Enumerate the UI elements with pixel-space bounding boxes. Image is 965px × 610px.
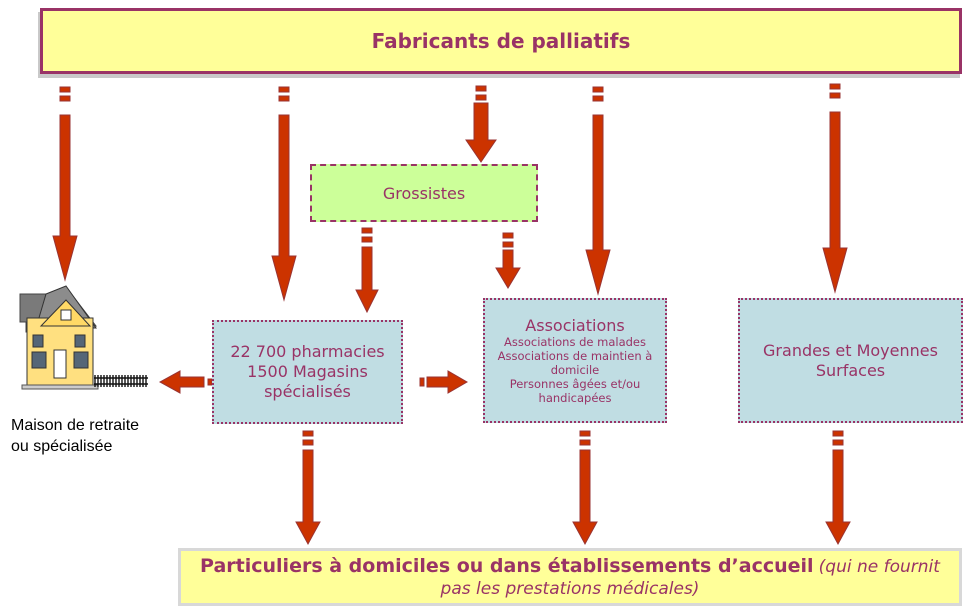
associations-box: Associations Associations de malades Ass… bbox=[483, 298, 667, 423]
gms-line: Surfaces bbox=[815, 360, 886, 380]
arrow-pharmacies-to-maison bbox=[158, 370, 213, 394]
maison-label: Maison de retraite ou spécialisée bbox=[11, 415, 191, 457]
pharmacies-line: 1500 Magasins bbox=[247, 362, 368, 381]
arrow-grossistes-to-associations bbox=[495, 232, 521, 289]
arrow-fabricants-to-grossistes bbox=[465, 85, 497, 163]
arrow-fabricants-to-gms bbox=[822, 83, 848, 294]
associations-line: Associations de malades bbox=[503, 335, 646, 349]
arrow-associations-to-particuliers bbox=[572, 430, 598, 546]
pharmacies-line: spécialisés bbox=[264, 382, 351, 401]
arrow-pharmacies-to-associations bbox=[419, 370, 468, 394]
associations-line: domicile bbox=[550, 363, 600, 377]
gms-line: Grandes et Moyennes bbox=[763, 340, 938, 360]
arrow-gms-to-particuliers bbox=[825, 430, 851, 546]
particuliers-note-line2: pas les prestations médicales) bbox=[440, 578, 700, 599]
pharmacies-line: 22 700 pharmacies bbox=[230, 342, 385, 361]
house-icon bbox=[19, 285, 148, 390]
maison-line: Maison de retraite bbox=[11, 417, 140, 434]
particuliers-note: (qui ne fournit bbox=[818, 556, 940, 577]
particuliers-box: Particuliers à domiciles ou dans établis… bbox=[178, 548, 962, 606]
associations-line: Associations de maintien à bbox=[497, 349, 653, 363]
particuliers-title: Particuliers à domiciles ou dans établis… bbox=[200, 554, 814, 577]
associations-line: Personnes âgées et/ou bbox=[509, 377, 641, 391]
arrow-fabricants-to-associations bbox=[585, 86, 611, 296]
gms-box: Grandes et Moyennes Surfaces bbox=[738, 298, 963, 423]
associations-title: Associations bbox=[525, 316, 625, 335]
fabricants-title: Fabricants de palliatifs bbox=[371, 29, 631, 53]
arrow-fabricants-to-pharmacies bbox=[271, 86, 297, 302]
fabricants-box: Fabricants de palliatifs bbox=[40, 8, 962, 74]
fence bbox=[94, 375, 148, 387]
maison-line: ou spécialisée bbox=[11, 438, 113, 455]
grossistes-label: Grossistes bbox=[382, 183, 466, 203]
grossistes-box: Grossistes bbox=[310, 164, 538, 222]
arrow-fabricants-to-maison bbox=[52, 86, 78, 282]
associations-line: handicapées bbox=[538, 391, 612, 405]
pharmacies-box: 22 700 pharmacies 1500 Magasins spéciali… bbox=[212, 320, 403, 424]
arrow-pharmacies-to-particuliers bbox=[295, 430, 321, 546]
arrow-grossistes-to-pharmacies bbox=[355, 227, 379, 314]
